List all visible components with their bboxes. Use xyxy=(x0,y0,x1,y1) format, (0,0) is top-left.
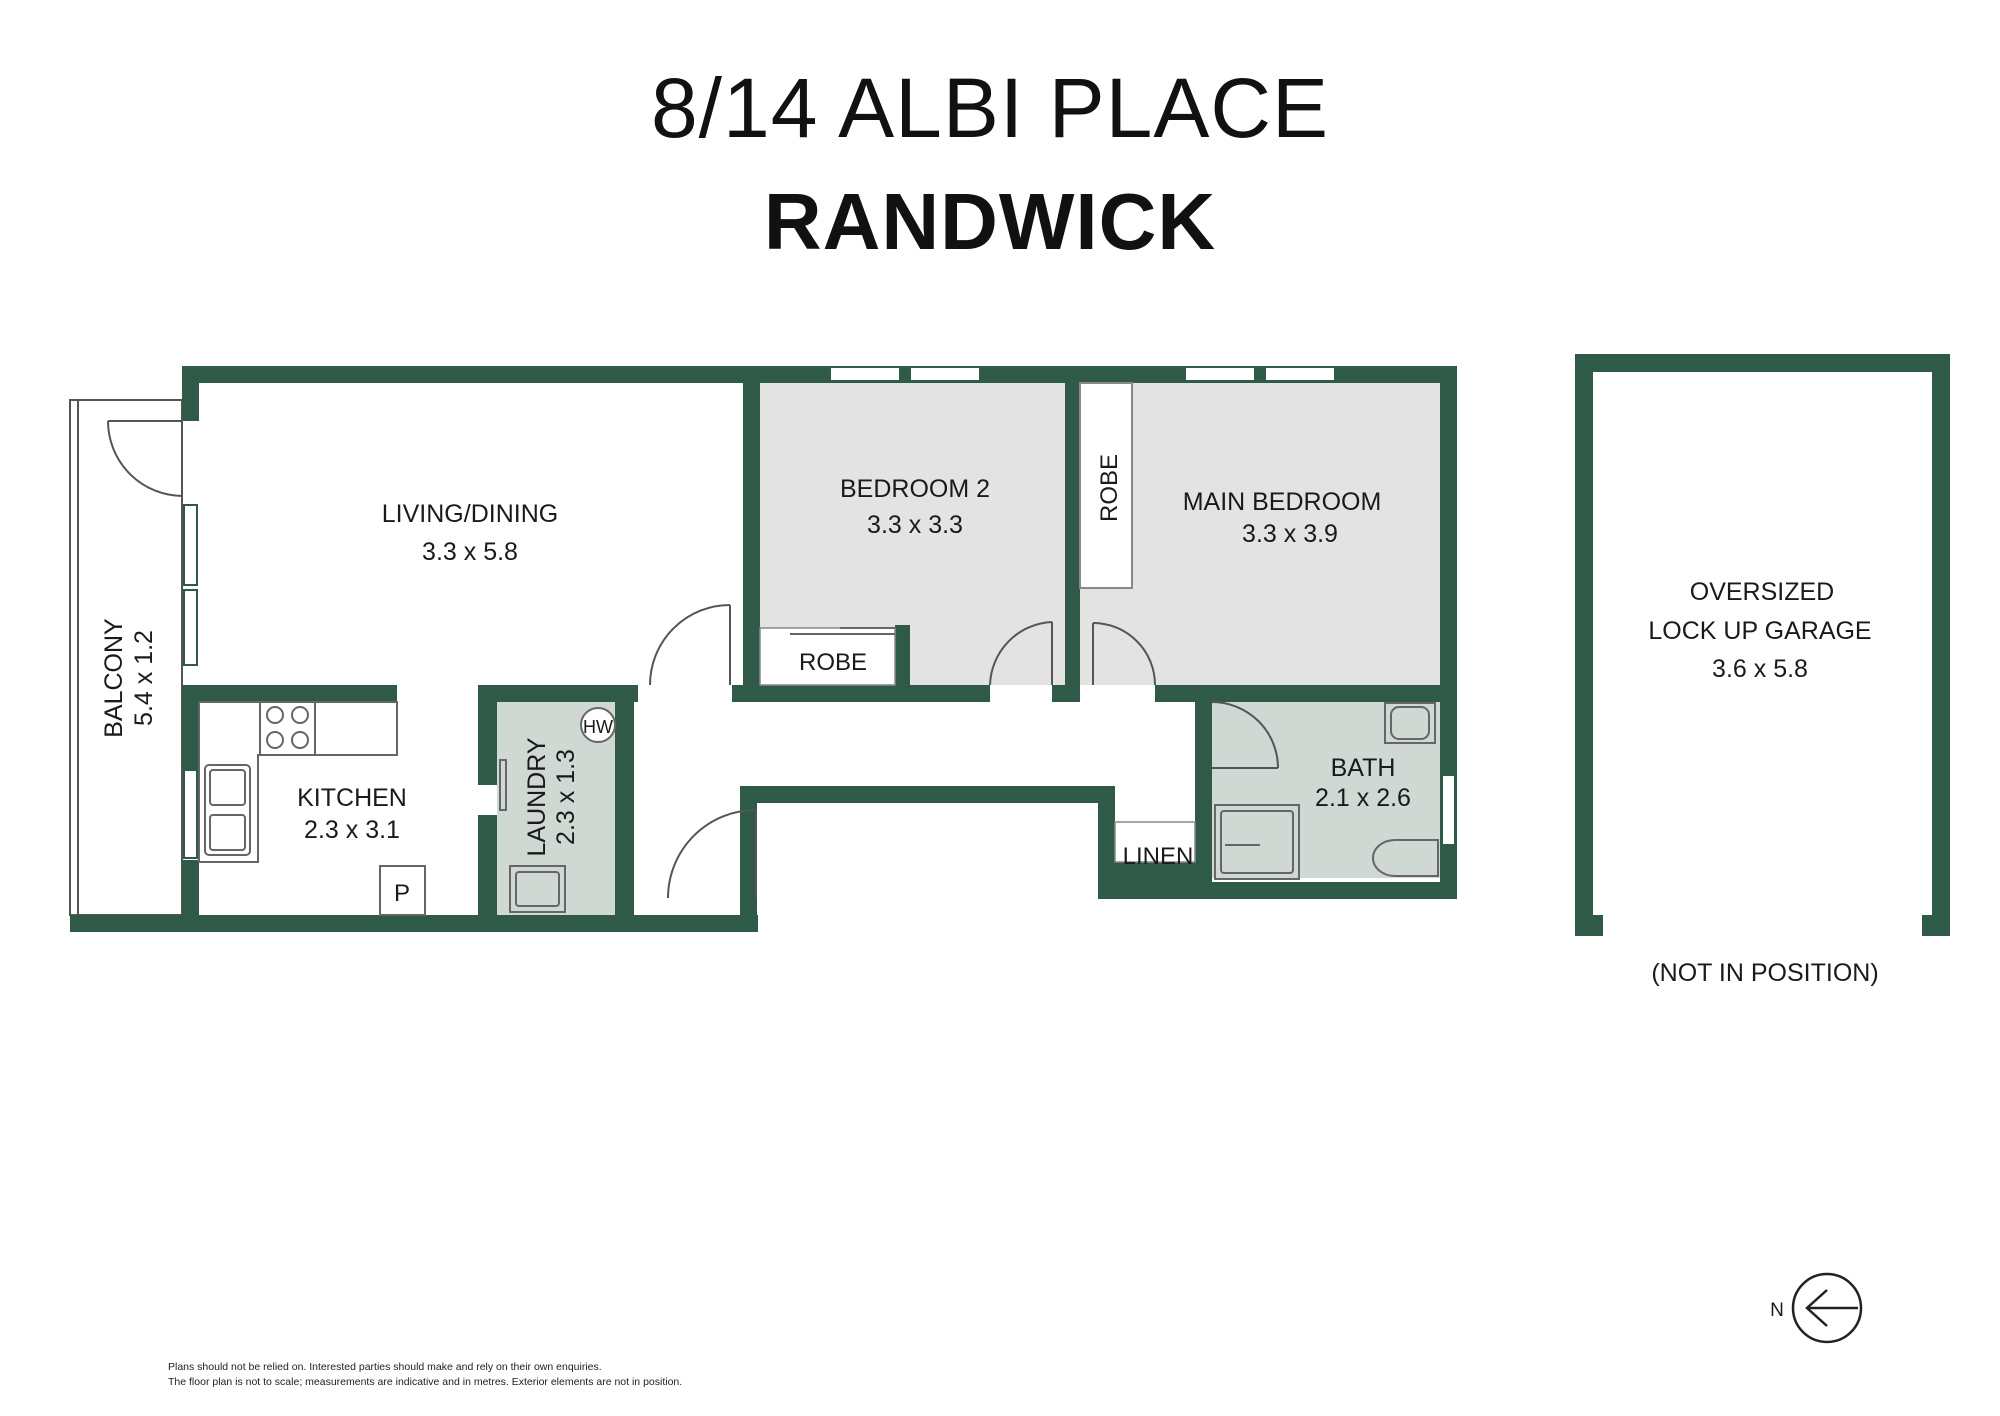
walls xyxy=(70,366,1457,932)
pantry-label: P xyxy=(394,880,410,907)
bath-floor xyxy=(1212,700,1440,878)
garage-label-line2: LOCK UP GARAGE xyxy=(1648,617,1871,645)
bedroom-2-robe-label: ROBE xyxy=(799,649,867,676)
living-size: 3.3 x 5.8 xyxy=(422,538,518,566)
linen-label: LINEN xyxy=(1123,843,1194,870)
north-label: N xyxy=(1770,1300,1784,1321)
laundry-fittings xyxy=(499,707,616,913)
disclaimer: Plans should not be relied on. Intereste… xyxy=(168,1360,682,1390)
linen-cupboard xyxy=(1114,821,1196,863)
disclaimer-line-1: Plans should not be relied on. Intereste… xyxy=(168,1361,602,1373)
windows xyxy=(183,366,1456,859)
doors xyxy=(107,420,1279,899)
bath-fittings xyxy=(1214,702,1439,880)
laundry-size: 2.3 x 1.3 xyxy=(552,749,580,845)
kitchen-fittings xyxy=(198,701,426,916)
address-title: 8/14 ALBI PLACE xyxy=(650,61,1330,155)
bedroom-2-size: 3.3 x 3.3 xyxy=(867,511,963,539)
main-bedroom-robe xyxy=(1079,382,1133,589)
main-robe-label: ROBE xyxy=(1096,454,1123,522)
balcony-size: 5.4 x 1.2 xyxy=(130,630,158,726)
kitchen-size: 2.3 x 3.1 xyxy=(304,816,400,844)
garage-size: 3.6 x 5.8 xyxy=(1712,655,1808,683)
bath-size: 2.1 x 2.6 xyxy=(1315,784,1411,812)
hot-water-label: HW xyxy=(583,717,613,737)
disclaimer-line-2: The floor plan is not to scale; measurem… xyxy=(168,1376,683,1388)
living-label: LIVING/DINING xyxy=(382,500,558,528)
bath-label: BATH xyxy=(1331,754,1396,782)
garage xyxy=(1575,354,1950,936)
bedroom-2-label: BEDROOM 2 xyxy=(840,475,990,503)
main-bedroom-label: MAIN BEDROOM xyxy=(1183,488,1382,516)
garage-note: (NOT IN POSITION) xyxy=(1651,959,1878,987)
main-bedroom-floor xyxy=(1080,383,1440,685)
kitchen-label: KITCHEN xyxy=(297,784,407,812)
garage-label-line1: OVERSIZED xyxy=(1690,578,1834,606)
bedroom-2-robe xyxy=(759,627,896,686)
laundry-label: LAUNDRY xyxy=(523,737,551,856)
balcony-label: BALCONY xyxy=(100,618,128,738)
main-bedroom-size: 3.3 x 3.9 xyxy=(1242,520,1338,548)
suburb-title: RANDWICK xyxy=(763,177,1217,266)
north-arrow-icon xyxy=(1791,1272,1863,1344)
